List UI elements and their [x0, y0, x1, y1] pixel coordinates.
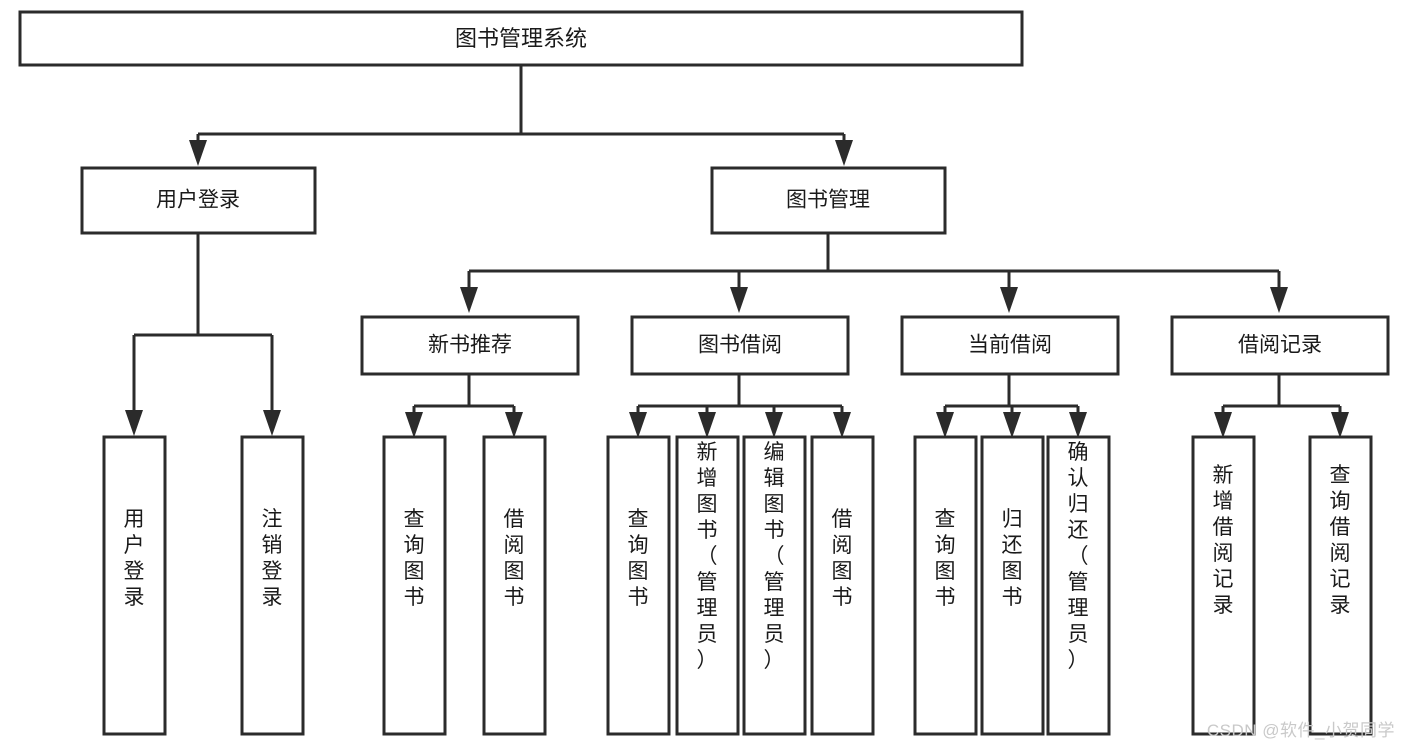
- node-leaf-query-record[interactable]: 查询借阅记录: [1308, 435, 1373, 736]
- connector-book-borrow-to-leaves: [629, 374, 851, 438]
- node-leaf-return-book[interactable]: 归还图书: [980, 435, 1045, 736]
- node-leaf-query-book-1-label: 查询图书: [404, 508, 425, 609]
- node-leaf-query-book-3-label: 查询图书: [935, 508, 956, 609]
- node-leaf-add-record[interactable]: 新增借阅记录: [1191, 435, 1256, 736]
- node-leaf-query-book-2[interactable]: 查询图书: [606, 435, 671, 736]
- connector-root-to-level2: [189, 65, 853, 166]
- node-leaf-query-book-2-label: 查询图书: [628, 508, 649, 609]
- connector-new-book-recommend-to-leaves: [405, 374, 523, 438]
- arrow-to-leaf-borrow-book-2: [833, 412, 851, 438]
- node-leaf-user-login[interactable]: 用户登录: [102, 435, 167, 736]
- node-leaf-add-record-label: 新增借阅记录: [1213, 464, 1234, 617]
- connector-borrow-record-to-leaves: [1214, 374, 1349, 438]
- arrow-to-borrow-record: [1270, 287, 1288, 313]
- node-leaf-borrow-book-2[interactable]: 借阅图书: [810, 435, 875, 736]
- node-current-borrow[interactable]: 当前借阅: [900, 315, 1120, 376]
- node-leaf-borrow-book-1[interactable]: 借阅图书: [482, 435, 547, 736]
- arrow-to-current-borrow: [1000, 287, 1018, 313]
- node-leaf-borrow-book-1-label: 借阅图书: [504, 508, 525, 609]
- arrow-to-leaf-query-book-3: [936, 412, 954, 438]
- arrow-to-leaf-add-record: [1214, 412, 1232, 438]
- node-leaf-query-book-3[interactable]: 查询图书: [913, 435, 978, 736]
- node-leaf-add-book-label: 新增图书（管理员）: [697, 441, 718, 672]
- node-leaf-borrow-book-2-label: 借阅图书: [832, 508, 853, 609]
- connector-user-login-to-leaves: [125, 233, 281, 436]
- node-leaf-query-record-label: 查询借阅记录: [1330, 464, 1351, 617]
- node-book-management-label: 图书管理: [786, 189, 870, 212]
- node-leaf-add-book[interactable]: 新增图书（管理员）: [675, 435, 740, 736]
- node-root[interactable]: 图书管理系统: [18, 10, 1024, 67]
- node-leaf-query-book-1[interactable]: 查询图书: [382, 435, 447, 736]
- node-leaf-edit-book-label: 编辑图书（管理员）: [764, 441, 785, 672]
- arrow-to-leaf-query-book-1: [405, 412, 423, 438]
- node-borrow-record-label: 借阅记录: [1238, 334, 1322, 357]
- node-user-login-label: 用户登录: [156, 189, 240, 212]
- connector-current-borrow-to-leaves: [936, 374, 1087, 438]
- node-book-borrow-label: 图书借阅: [698, 334, 782, 357]
- arrow-to-leaf-add-book: [698, 412, 716, 438]
- node-book-borrow[interactable]: 图书借阅: [630, 315, 850, 376]
- node-leaf-edit-book[interactable]: 编辑图书（管理员）: [742, 435, 807, 736]
- arrow-to-book-management: [835, 140, 853, 166]
- csdn-watermark: CSDN @软件_小贺同学: [1206, 721, 1395, 740]
- arrow-to-leaf-user-logout: [263, 410, 281, 436]
- arrow-to-leaf-borrow-book-1: [505, 412, 523, 438]
- arrow-to-leaf-edit-book: [765, 412, 783, 438]
- arrow-to-user-login: [189, 140, 207, 166]
- node-root-label: 图书管理系统: [455, 26, 587, 51]
- node-user-login[interactable]: 用户登录: [80, 166, 317, 235]
- arrow-to-leaf-query-record: [1331, 412, 1349, 438]
- connector-book-management-to-level3: [460, 233, 1288, 313]
- arrow-to-new-book-recommend: [460, 287, 478, 313]
- arrow-to-leaf-query-book-2: [629, 412, 647, 438]
- node-new-book-recommend-label: 新书推荐: [428, 334, 512, 357]
- node-current-borrow-label: 当前借阅: [968, 334, 1052, 357]
- node-leaf-user-logout-label: 注销登录: [262, 508, 283, 609]
- node-borrow-record[interactable]: 借阅记录: [1170, 315, 1390, 376]
- node-leaf-user-login-label: 用户登录: [124, 508, 145, 609]
- node-book-management[interactable]: 图书管理: [710, 166, 947, 235]
- arrow-to-book-borrow: [730, 287, 748, 313]
- node-leaf-return-book-label: 归还图书: [1002, 508, 1023, 609]
- node-new-book-recommend[interactable]: 新书推荐: [360, 315, 580, 376]
- node-leaf-confirm-return-label: 确认归还（管理员）: [1068, 441, 1089, 672]
- node-leaf-user-logout[interactable]: 注销登录: [240, 435, 305, 736]
- arrow-to-leaf-confirm-return: [1069, 412, 1087, 438]
- arrow-to-leaf-return-book: [1003, 412, 1021, 438]
- arrow-to-leaf-user-login: [125, 410, 143, 436]
- node-leaf-confirm-return[interactable]: 确认归还（管理员）: [1046, 435, 1111, 736]
